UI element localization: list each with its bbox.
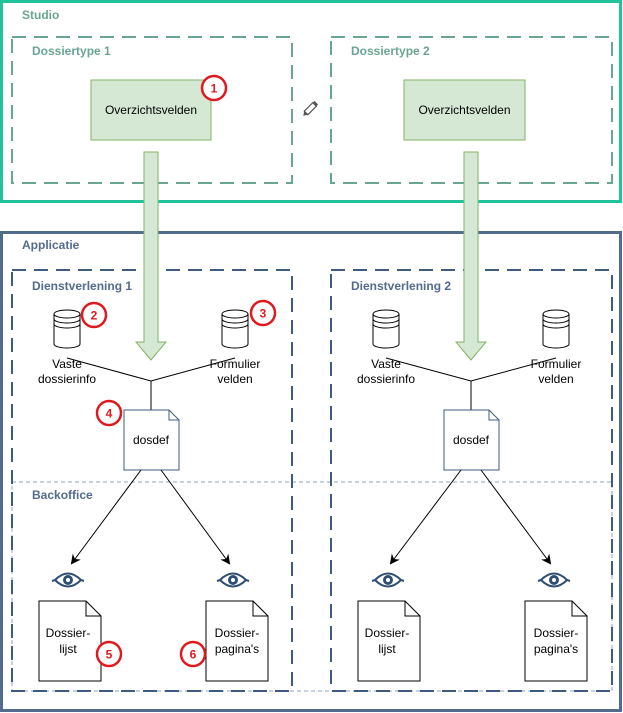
badge-4: 4 [95, 399, 123, 427]
dossierpaginas-label-1: Dossier- [215, 626, 260, 640]
backoffice-label: Backoffice [32, 488, 93, 502]
dossierpaginas-document-1[interactable] [205, 600, 269, 682]
arrow-to-dossierlijst-2 [389, 469, 462, 565]
dossierpaginas-label-2: Dossier- [534, 626, 579, 640]
svg-text:2: 2 [91, 309, 98, 323]
vaste-dossierinfo-label-1: Vaste [52, 357, 82, 371]
merge-connector-2 [385, 357, 557, 410]
dossierlijst-document-1[interactable] [38, 600, 102, 682]
pencil-icon[interactable] [301, 100, 319, 118]
svg-text:velden: velden [217, 372, 252, 386]
overzichtsvelden-box-2[interactable] [403, 79, 526, 141]
dossiertype-1-container: Dossiertype 1 Overzichtsvelden 1 [11, 36, 293, 184]
database-icon-formulier-velden-2 [542, 309, 570, 349]
badge-1: 1 [200, 74, 228, 102]
svg-text:pagina's: pagina's [215, 642, 259, 656]
dossierlijst-document-2[interactable] [357, 600, 421, 682]
dossierlijst-label-1: Dossier- [46, 626, 91, 640]
dienstverlening-2-content: Vaste dossierinfo Formulier velden dosde… [357, 309, 588, 682]
dossiertype-2-container: Dossiertype 2 Overzichtsvelden [330, 36, 613, 184]
database-icon-vaste-dossierinfo-1 [53, 309, 81, 349]
badge-5: 5 [95, 640, 123, 668]
eye-icon [371, 572, 405, 588]
svg-text:pagina's: pagina's [534, 642, 578, 656]
formulier-velden-label-1: Formulier [210, 357, 261, 371]
applicatie-label: Applicatie [22, 238, 80, 252]
badge-2: 2 [80, 301, 108, 329]
eye-icon [216, 572, 250, 588]
svg-text:dossierinfo: dossierinfo [357, 372, 415, 386]
dossierlijst-label-2: Dossier- [365, 626, 410, 640]
arrow-to-dossierlijst-1 [70, 469, 142, 565]
badge-6: 6 [179, 640, 207, 668]
arrow-to-dossierpaginas-1 [160, 469, 231, 565]
dienstverlening-2-label: Dienstverlening 2 [351, 279, 451, 293]
overzichtsvelden-label-1: Overzichtsvelden [105, 103, 197, 117]
overzichtsvelden-label-2: Overzichtsvelden [418, 103, 510, 117]
dosdef-document-2[interactable] [443, 409, 500, 471]
applicatie-frame [0, 231, 622, 712]
eye-icon [51, 572, 85, 588]
svg-text:velden: velden [538, 372, 573, 386]
svg-text:4: 4 [106, 407, 113, 421]
overzichtsvelden-box-1[interactable] [90, 79, 212, 141]
dosdef-label-2: dosdef [453, 433, 490, 447]
database-icon-vaste-dossierinfo-2 [372, 309, 400, 349]
svg-text:dossierinfo: dossierinfo [38, 372, 96, 386]
merge-connector-1 [66, 357, 236, 410]
arrow-to-dossierpaginas-2 [480, 469, 552, 565]
green-flow-arrow-2 [454, 151, 488, 361]
dosdef-label-1: dosdef [133, 433, 170, 447]
studio-label: Studio [22, 8, 59, 22]
svg-text:6: 6 [190, 648, 197, 662]
dienstverlening-1-label: Dienstverlening 1 [32, 279, 132, 293]
dosdef-document-1[interactable] [123, 409, 180, 471]
formulier-velden-label-2: Formulier [531, 357, 582, 371]
badge-3: 3 [249, 299, 277, 327]
svg-text:lijst: lijst [59, 642, 77, 656]
svg-text:5: 5 [106, 648, 113, 662]
dossiertype-2-label: Dossiertype 2 [351, 44, 430, 58]
svg-text:lijst: lijst [378, 642, 396, 656]
svg-text:3: 3 [260, 307, 267, 321]
svg-text:1: 1 [211, 82, 218, 96]
dossiertype-1-label: Dossiertype 1 [32, 44, 111, 58]
applicatie-section: Applicatie Backoffice Dienstverlening 1 … [0, 231, 622, 712]
dossiertype-2-frame [330, 36, 613, 184]
dossierpaginas-document-2[interactable] [524, 600, 588, 682]
dienstverlening-1-content: Vaste dossierinfo 2 Formulier velden 3 d… [38, 299, 277, 682]
database-icon-formulier-velden-1 [221, 309, 249, 349]
eye-icon [537, 572, 571, 588]
dossiertype-1-frame [11, 36, 293, 184]
studio-section: Studio Dossiertype 1 Overzichtsvelden 1 … [0, 0, 622, 203]
green-flow-arrow-1 [134, 151, 168, 361]
vaste-dossierinfo-label-2: Vaste [371, 357, 401, 371]
